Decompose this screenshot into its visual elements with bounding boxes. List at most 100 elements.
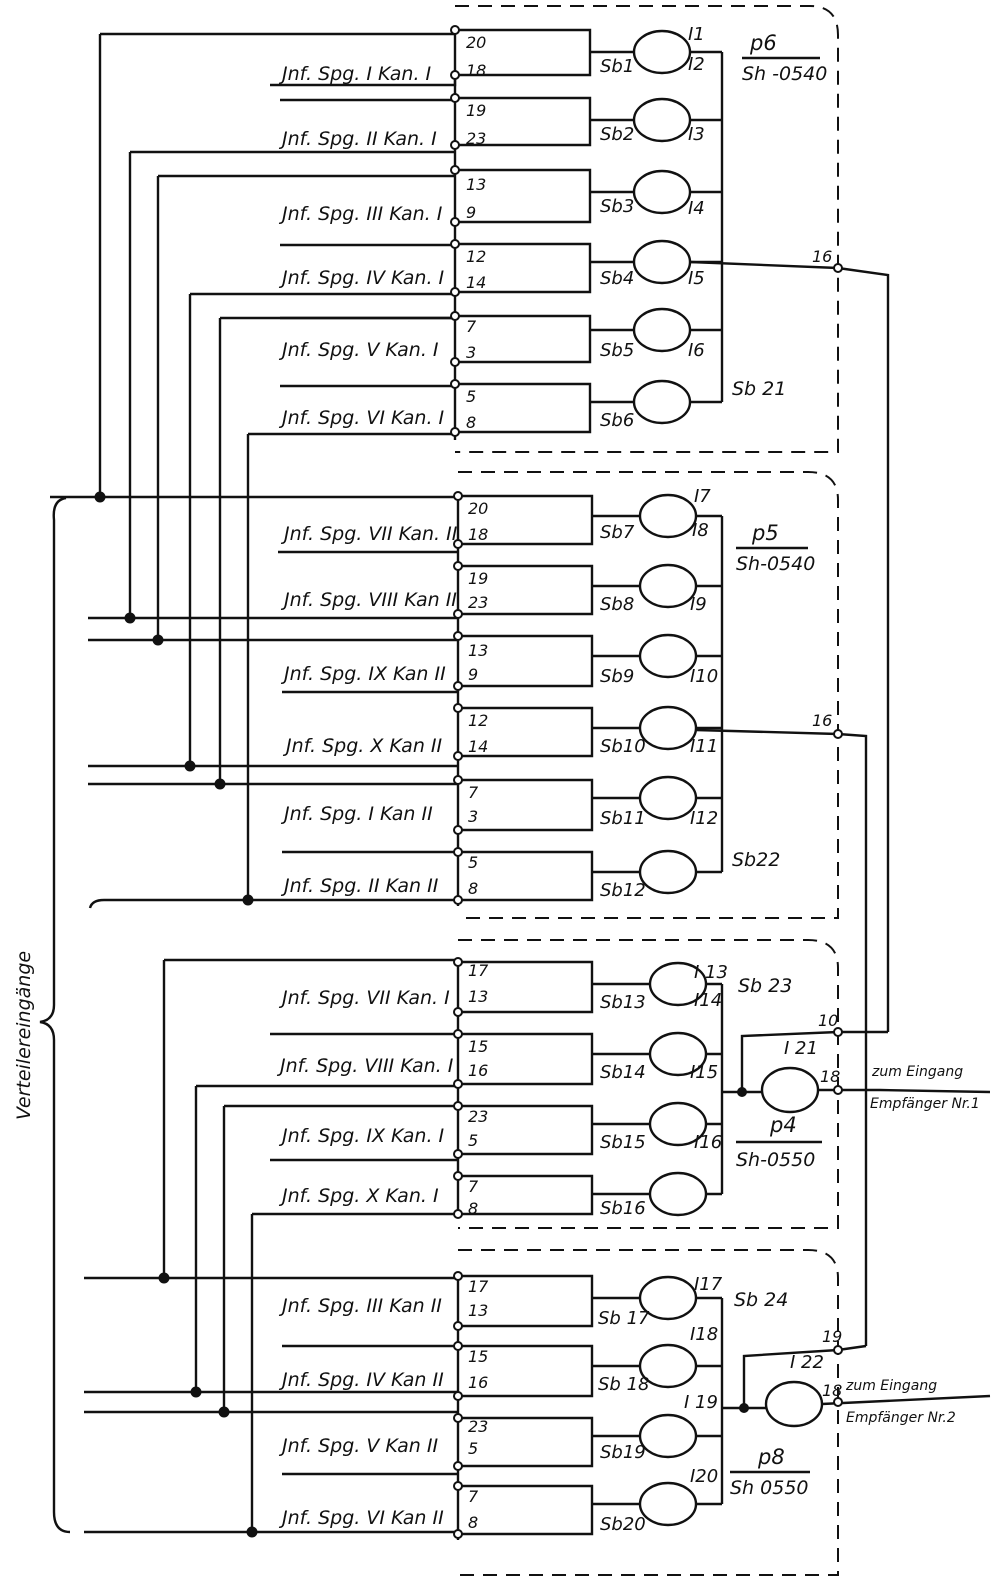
coil-label-bottom: I15 xyxy=(690,1062,718,1083)
row-4: Jnf. Spg. IV Kan. I 12 14 Sb4 I5 xyxy=(278,239,722,294)
note-line-2: Empfänger Nr.2 xyxy=(846,1410,956,1426)
row-label: Jnf. Spg. VII Kan. I xyxy=(278,987,450,1009)
terminal-point xyxy=(450,93,460,103)
pin-bottom: 23 xyxy=(468,593,488,612)
terminal-point xyxy=(450,165,460,175)
row-12: Jnf. Spg. II Kan II 5 8 Sb12 xyxy=(280,849,722,902)
row-label: Jnf. Spg. VI Kan II xyxy=(278,1507,444,1529)
coil-label-bottom: I11 xyxy=(690,736,718,757)
terminal-point xyxy=(453,561,463,571)
coil-label-bottom: I4 xyxy=(688,198,705,219)
terminal-point xyxy=(453,1007,463,1017)
pin-top: 19 xyxy=(468,569,488,588)
row-label: Jnf. Spg. I Kan II xyxy=(280,803,433,825)
relay-name: p8 xyxy=(757,1445,785,1469)
row-label: Jnf. Spg. X Kan II xyxy=(282,735,443,757)
row-2: Jnf. Spg. II Kan. I 19 23 Sb2 I3 xyxy=(278,96,722,150)
relay-type: Sh -0540 xyxy=(742,63,827,85)
sb-bus-label: Sb 24 xyxy=(734,1289,788,1311)
terminal-point xyxy=(450,379,460,389)
relay-coil xyxy=(638,563,698,609)
pin-top: 20 xyxy=(466,33,486,52)
pin-a: 10 xyxy=(818,1011,838,1030)
row-label: Jnf. Spg. IX Kan II xyxy=(280,663,446,685)
terminal-point xyxy=(453,895,463,905)
row-3: Jnf. Spg. III Kan. I 13 9 Sb3 I4 xyxy=(278,168,722,225)
relay-coil xyxy=(638,849,698,895)
coil-label-bottom: I6 xyxy=(688,340,705,361)
terminal-point xyxy=(453,957,463,967)
group-frame-p5 xyxy=(458,471,839,919)
relay-coil xyxy=(632,379,692,425)
row-9: Jnf. Spg. IX Kan II 13 9 Sb9 I10 xyxy=(280,633,722,688)
pin-bottom: 9 xyxy=(468,665,478,684)
relay-coil xyxy=(632,29,692,75)
relay-name: p4 xyxy=(769,1113,797,1137)
pin-top: 20 xyxy=(468,499,488,518)
terminal-point xyxy=(453,847,463,857)
pin-bottom: 8 xyxy=(468,1513,478,1532)
receiver-coil-label: I 22 xyxy=(790,1352,824,1373)
switch-label: Sb12 xyxy=(600,880,646,901)
pin-top: 7 xyxy=(468,1177,479,1196)
relay-coil xyxy=(638,705,698,751)
group-p6: Jnf. Spg. I Kan. I 20 18 Sb1 I1 I2 Jnf. … xyxy=(270,24,890,1032)
switch-label: Sb9 xyxy=(600,666,634,687)
relay-coil xyxy=(638,1481,698,1527)
pin-bottom: 5 xyxy=(468,1131,478,1150)
relay-name: p5 xyxy=(751,521,779,545)
row-6: Jnf. Spg. VI Kan. I 5 8 Sb6 xyxy=(278,379,722,434)
row-14: Jnf. Spg. VIII Kan. I 15 16 Sb14 I15 xyxy=(270,1031,722,1086)
terminal-point xyxy=(453,1171,463,1181)
row-16: Jnf. Spg. X Kan. I 7 8 Sb16 xyxy=(270,1158,722,1219)
out-pin: 16 xyxy=(812,711,832,730)
terminal-point xyxy=(453,1461,463,1471)
switch-label: Sb1 xyxy=(600,56,634,77)
row-7: Jnf. Spg. VII Kan. II 20 18 Sb7 I7 I8 xyxy=(280,486,722,546)
terminal-point xyxy=(450,427,460,437)
pin-bottom: 18 xyxy=(468,525,488,544)
terminal-point xyxy=(450,311,460,321)
switch-label: Sb8 xyxy=(600,594,634,615)
switch-label: Sb4 xyxy=(600,268,634,289)
row-label: Jnf. Spg. III Kan. I xyxy=(278,203,443,225)
note-line-2: Empfänger Nr.1 xyxy=(870,1096,980,1112)
pin-top: 7 xyxy=(468,1487,479,1506)
switch-label: Sb6 xyxy=(600,410,634,431)
pin-top: 15 xyxy=(468,1037,488,1056)
switch-label: Sb5 xyxy=(600,340,634,361)
receiver-coil-label: I 21 xyxy=(784,1038,818,1059)
terminal-point xyxy=(453,1529,463,1539)
switch-label: Sb16 xyxy=(600,1198,646,1219)
pin-top: 19 xyxy=(466,101,486,120)
sb-bus-label: Sb22 xyxy=(732,849,780,871)
note-line-1: zum Eingang xyxy=(871,1064,963,1080)
pin-bottom: 14 xyxy=(468,737,488,756)
terminal-point xyxy=(450,140,460,150)
terminal-point xyxy=(453,703,463,713)
out-pin: 16 xyxy=(812,247,832,266)
pin-bottom: 13 xyxy=(468,987,488,1006)
switch-label: Sb20 xyxy=(600,1514,646,1535)
coil-label-bottom: I5 xyxy=(688,268,705,289)
row-label: Jnf. Spg. VIII Kan. I xyxy=(276,1055,454,1077)
coil-label-bottom: I12 xyxy=(690,808,718,829)
pin-bottom: 8 xyxy=(468,879,478,898)
switch-label: Sb7 xyxy=(600,522,635,543)
coil-label-bottom: I8 xyxy=(692,520,709,541)
group-p8: Jnf. Spg. III Kan II 17 13 Sb 17 I17 I18… xyxy=(278,1274,991,1536)
coil-label-bottom: I16 xyxy=(694,1132,722,1153)
row-13: Jnf. Spg. VII Kan. I 17 13 Sb13 I 13 I14 xyxy=(278,960,728,1014)
pin-bottom: 3 xyxy=(468,807,478,826)
pin-bottom: 9 xyxy=(466,203,476,222)
switch-label: Sb14 xyxy=(600,1062,646,1083)
terminal-point xyxy=(453,1481,463,1491)
pin-bottom: 13 xyxy=(468,1301,488,1320)
pin-top: 13 xyxy=(468,641,488,660)
terminal-point xyxy=(453,609,463,619)
group-p5: Jnf. Spg. VII Kan. II 20 18 Sb7 I7 I8 Jn… xyxy=(278,486,868,1346)
relay-type: Sh 0550 xyxy=(730,1477,809,1499)
switch-label: Sb10 xyxy=(600,736,646,757)
terminal-point xyxy=(453,1029,463,1039)
